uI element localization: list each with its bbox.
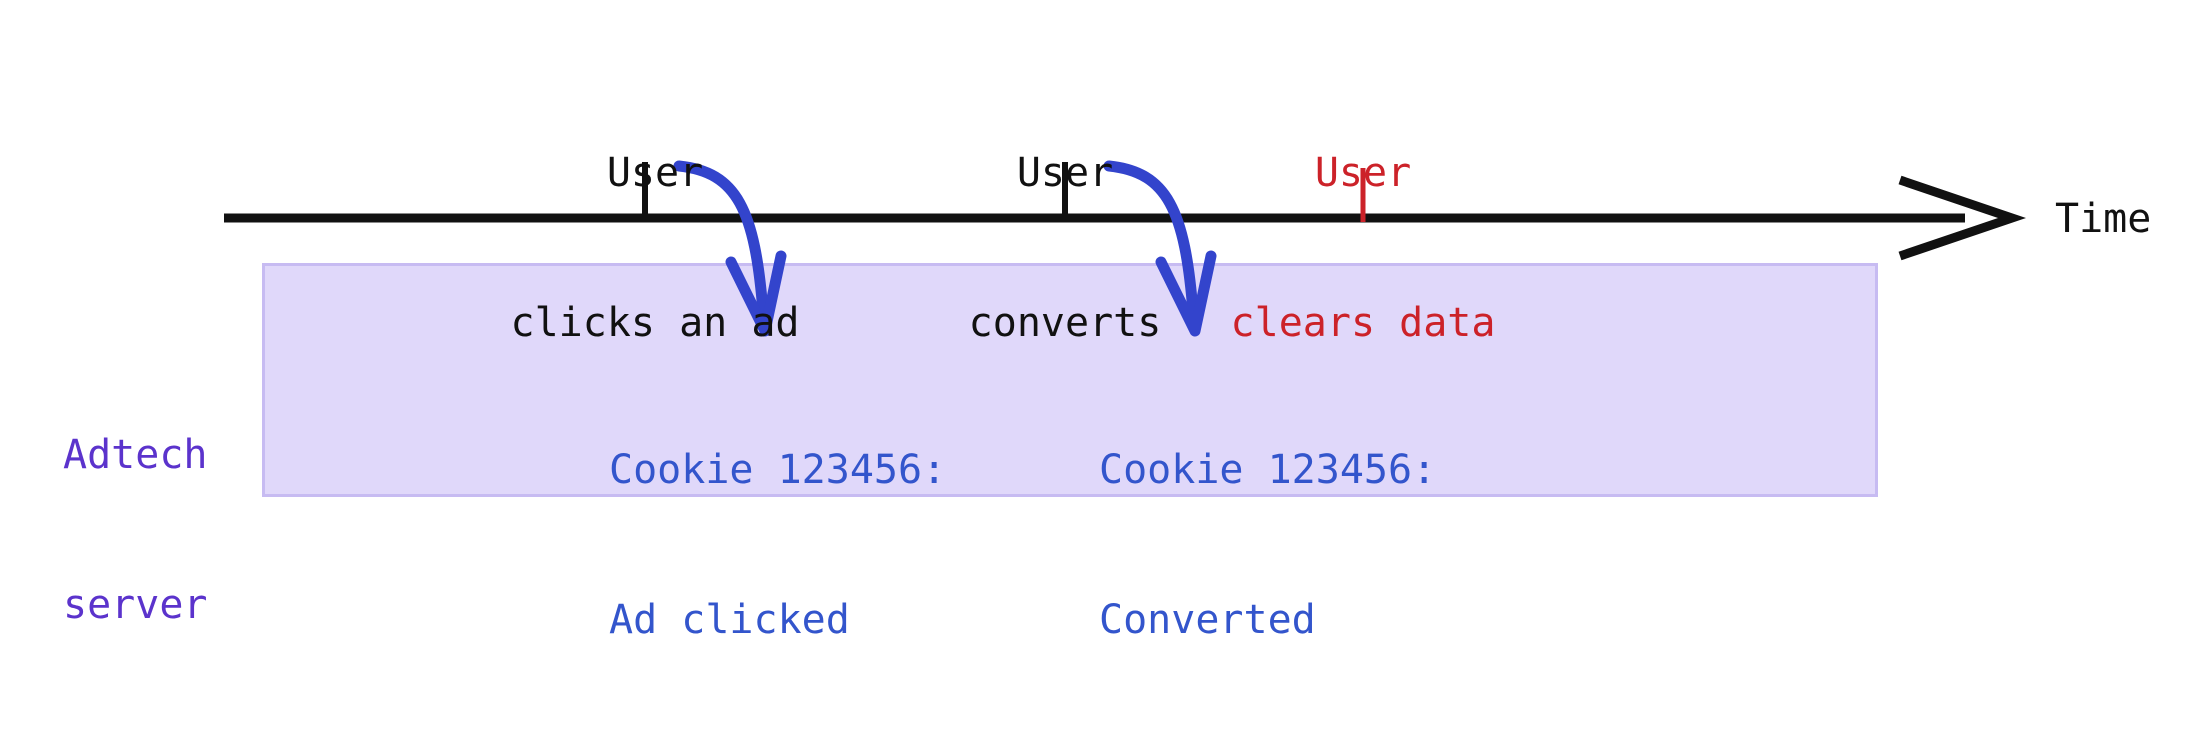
event-label-convert-line2: converts (968, 300, 1162, 346)
curved-arrow-click-to-record (673, 160, 769, 318)
curved-arrow-convert-to-record (1103, 160, 1199, 318)
server-record-converted-line1: Cookie 123456: (1099, 447, 1437, 493)
event-label-click-line2: clicks an ad (510, 300, 800, 346)
event-label-convert-line1: User (1016, 150, 1114, 196)
server-record-converted-line2: Converted (1099, 597, 1316, 643)
event-label-click-line1: User (606, 150, 704, 196)
timeline-arrowhead-icon (1898, 175, 2027, 261)
event-label-clear-data: User clears data (1138, 48, 1588, 448)
server-record-ad-clicked-line1: Cookie 123456: (609, 447, 947, 493)
diagram-vectors (224, 160, 2027, 337)
server-record-ad-clicked-line2: Ad clicked (609, 597, 850, 643)
server-record-ad-clicked: Cookie 123456: Ad clicked (609, 345, 1109, 745)
server-record-converted: Cookie 123456: Converted (1099, 345, 1599, 745)
curved-arrow-convert-arrowhead-icon (1155, 250, 1217, 337)
event-label-clear-data-line2: clears data (1230, 300, 1496, 346)
curved-arrow-click-arrowhead-icon (725, 250, 787, 337)
event-label-clear-data-line1: User (1314, 150, 1412, 196)
adtech-server-box (262, 263, 1878, 497)
event-label-convert: User converts (865, 48, 1265, 448)
diagram-canvas: User clicks an ad User converts User cle… (63, 48, 2152, 643)
adtech-server-label-line1: Adtech (63, 432, 208, 478)
event-label-click: User clicks an ad (405, 48, 905, 448)
adtech-server-label-line2: server (63, 582, 208, 628)
timeline-axis-label: Time (2055, 196, 2152, 242)
adtech-server-label: Adtech server (63, 330, 283, 730)
